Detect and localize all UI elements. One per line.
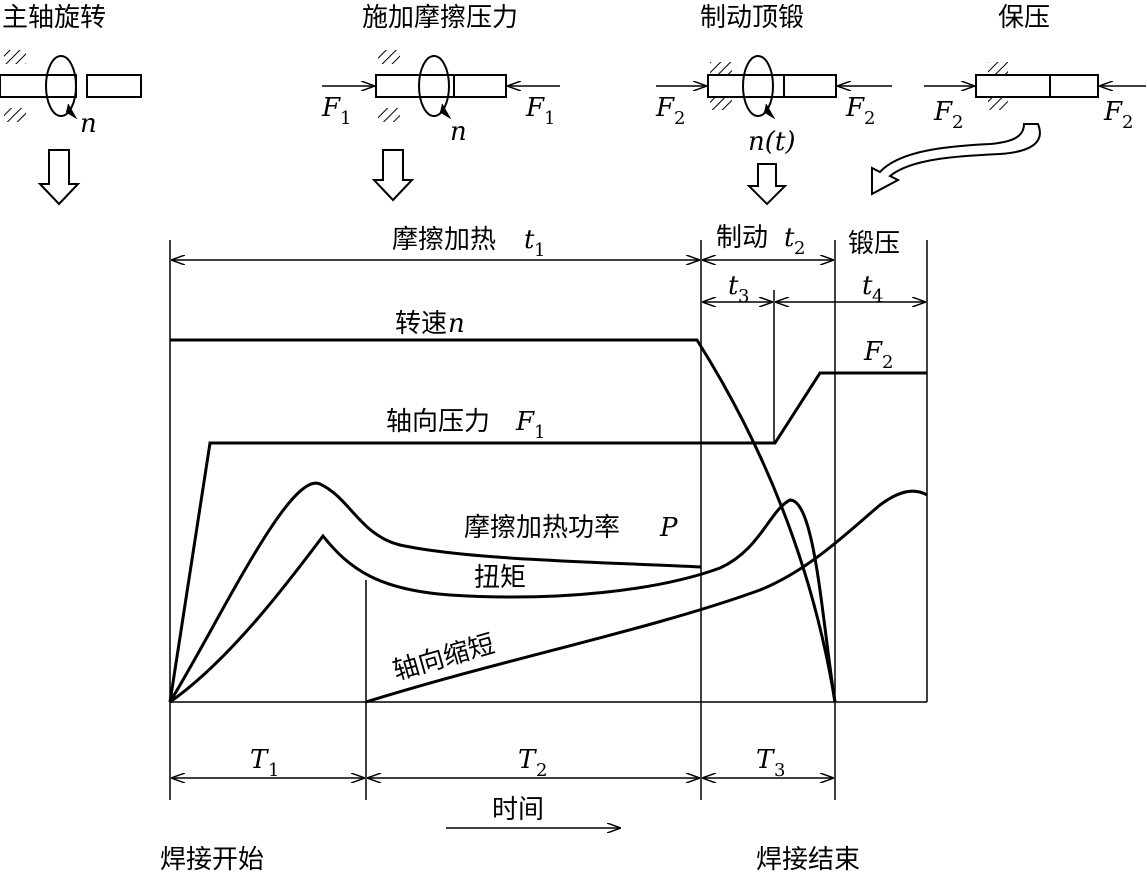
label-t2-symbol: t (784, 223, 795, 253)
stage-title-brake-upset: 制动顶锻 (700, 3, 804, 33)
stage4-force-right-subscript: 2 (1122, 112, 1133, 133)
stage4-force-left-subscript: 2 (952, 112, 963, 133)
label-heating-power-symbol: P (659, 513, 678, 543)
label-t2-subscript: 2 (794, 238, 805, 259)
stage2-speed-symbol: n (450, 117, 467, 147)
stage2-workpiece-icon (322, 50, 560, 122)
stage4-force-right-symbol: F (1103, 97, 1123, 127)
stage-title-hold-pressure: 保压 (998, 3, 1050, 33)
curved-arrow-icon (871, 123, 1041, 196)
label-t1-subscript: 1 (534, 240, 545, 261)
down-arrow-icon (746, 163, 788, 206)
stage4-workpiece-icon (924, 62, 1146, 110)
stage-title-apply-friction-pressure: 施加摩擦压力 (362, 3, 518, 33)
stage1-workpiece-icon (0, 50, 142, 122)
top-dimension-lines (172, 260, 925, 302)
stage3-force-right-symbol: F (845, 93, 865, 123)
speed-curve (170, 338, 837, 703)
label-T3-symbol: T (756, 745, 775, 775)
label-forging: 锻压 (848, 229, 900, 259)
label-f2-subscript: 2 (882, 352, 893, 373)
label-T1-symbol: T (250, 745, 269, 775)
torque-curve (169, 498, 837, 704)
label-t4-symbol: t (862, 271, 873, 301)
label-friction-heating: 摩擦加热 (392, 225, 496, 255)
stage1-speed-symbol: n (80, 109, 97, 139)
stage3-workpiece-icon (656, 55, 892, 120)
label-T3-subscript: 3 (774, 760, 785, 781)
label-axial-force: 轴向压力 (386, 407, 490, 437)
stage-title-spindle-rotation: 主轴旋转 (2, 3, 106, 33)
stage3-force-left-subscript: 2 (674, 108, 685, 129)
label-t3-symbol: t (728, 271, 739, 301)
stage2-force-left-symbol: F (321, 93, 341, 123)
label-time: 时间 (492, 795, 544, 825)
label-axial-force-subscript: 1 (534, 422, 545, 443)
label-t3-subscript: 3 (738, 286, 749, 307)
label-T2-subscript: 2 (536, 760, 547, 781)
label-weld-start: 焊接开始 (160, 845, 264, 874)
heating-power-curve (168, 481, 702, 703)
chart-frame (169, 240, 928, 800)
label-T2-symbol: T (518, 745, 537, 775)
label-speed: 转速 (395, 309, 447, 339)
label-T1-subscript: 1 (268, 760, 279, 781)
label-braking: 制动 (716, 223, 768, 253)
stage3-speed-time-symbol: n(t) (748, 127, 795, 157)
label-weld-end: 焊接结束 (756, 845, 860, 874)
stage3-force-left-symbol: F (655, 93, 675, 123)
bottom-dimension-lines (172, 778, 833, 828)
down-arrow-icon (37, 149, 81, 206)
label-heating-power: 摩擦加热功率 (464, 513, 620, 543)
label-f2-symbol: F (863, 337, 883, 367)
axial-shortening-curve (365, 489, 928, 704)
stage2-force-right-symbol: F (525, 93, 545, 123)
label-t4-subscript: 4 (872, 286, 883, 307)
stage2-force-right-subscript: 1 (544, 108, 555, 129)
down-arrow-icon (371, 149, 415, 202)
label-speed-symbol: n (448, 309, 465, 339)
label-t1-symbol: t (524, 225, 535, 255)
label-axial-force-symbol: F (515, 407, 535, 437)
label-torque: 扭矩 (474, 563, 526, 593)
stage4-force-left-symbol: F (933, 97, 953, 127)
stage2-force-left-subscript: 1 (340, 108, 351, 129)
stage3-force-right-subscript: 2 (864, 108, 875, 129)
axial-force-curve (168, 371, 927, 703)
